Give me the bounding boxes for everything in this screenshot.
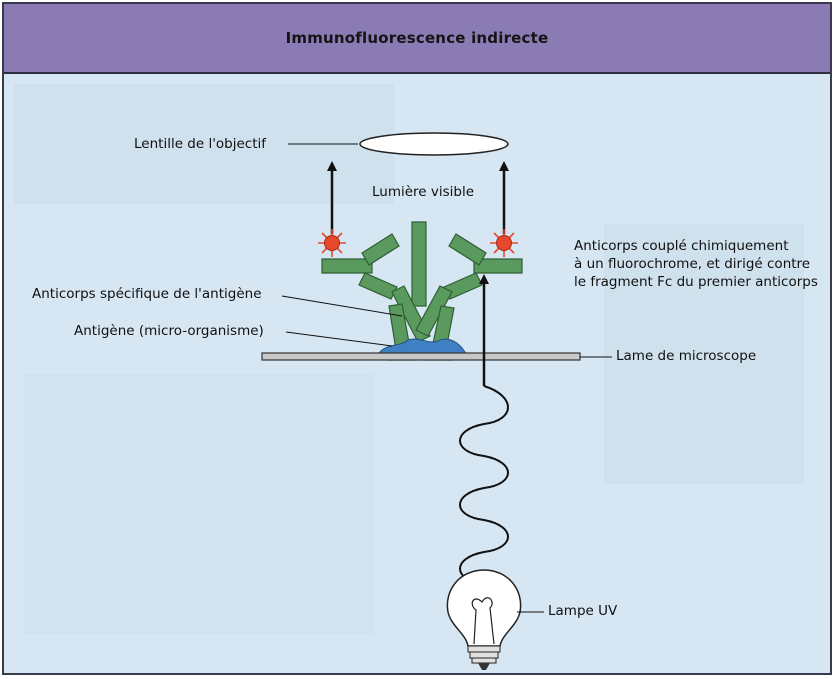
uv-wave — [459, 385, 509, 585]
figure-header: Immunofluorescence indirecte — [4, 4, 830, 74]
secondary-antibody-label-line-2: à un fluorochrome, et dirigé contre — [574, 256, 811, 272]
slide-label: Lame de microscope — [616, 348, 757, 364]
background-texture — [14, 84, 804, 634]
primary-antibody-leader-line — [281, 295, 403, 317]
fluorochrome-icon — [318, 229, 346, 257]
primary-antibody-label: Anticorps spécifique de l'antigène — [32, 286, 262, 302]
uv-lamp-label: Lampe UV — [548, 603, 618, 619]
microscope-slide — [261, 352, 581, 361]
secondary-antibody-label-line-1: Anticorps couplé chimiquement — [574, 238, 789, 254]
antigen-leader-line — [285, 331, 393, 347]
antigen-label: Antigène (micro-organisme) — [74, 323, 264, 339]
objective-lens — [359, 132, 509, 156]
visible-light-label: Lumière visible — [372, 184, 475, 200]
secondary-antibody-label-line-3: le fragment Fc du premier anticorps — [574, 274, 818, 290]
figure-title: Immunofluorescence indirecte — [285, 29, 549, 47]
antigen-blob — [376, 338, 467, 355]
fluorochrome-icon — [490, 229, 518, 257]
immunofluorescence-diagram — [14, 84, 804, 670]
uv-lamp-icon — [446, 569, 522, 670]
lens-label: Lentille de l'objectif — [134, 136, 267, 152]
